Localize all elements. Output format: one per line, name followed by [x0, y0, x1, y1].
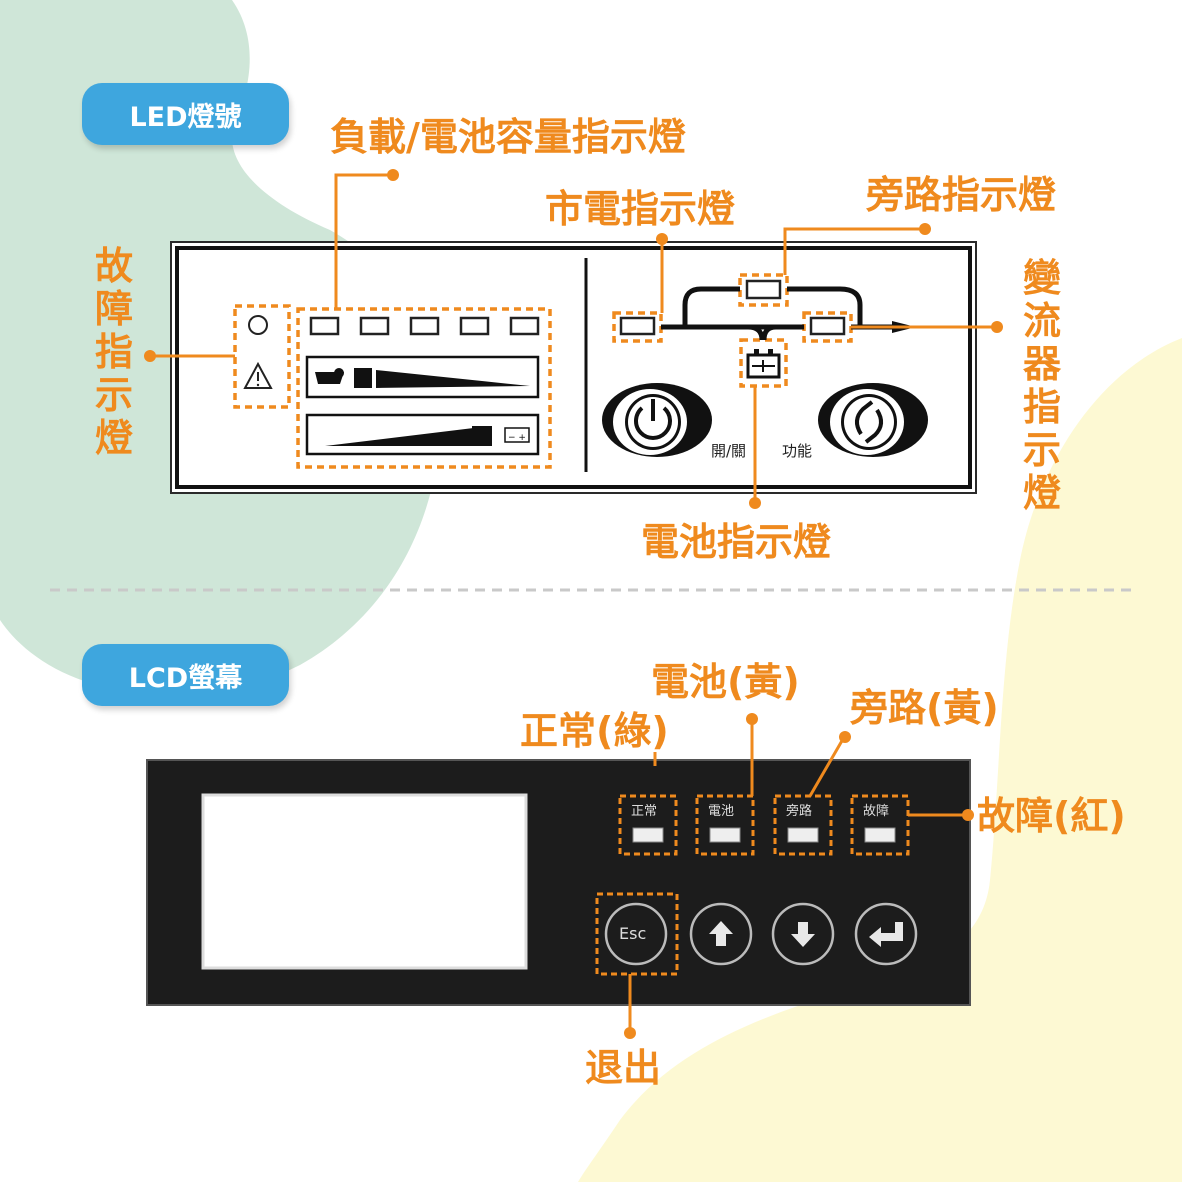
load-bar — [305, 355, 540, 399]
up-arrow-icon — [709, 921, 733, 946]
indicator-label-fault: 故障 — [863, 804, 890, 819]
yellow-blob — [578, 338, 1182, 1182]
bypass-yellow-label: 旁路(黃) — [850, 686, 999, 730]
function-caption: 功能 — [782, 442, 813, 460]
capacity-leds — [309, 316, 540, 336]
power-caption: 開/關 — [711, 442, 747, 460]
fault-indicator-box — [850, 794, 910, 856]
battery-highlight — [739, 338, 788, 388]
fault-red-label: 故障(紅) — [977, 794, 1126, 838]
fault-label: 故障指示燈 — [94, 244, 133, 460]
load-battery-capacity-label: 負載/電池容量指示燈 — [330, 115, 686, 159]
bypass-label: 旁路指示燈 — [866, 173, 1057, 217]
function-button-icon — [818, 383, 928, 457]
lcd-panel — [146, 713, 974, 1039]
enter-icon — [869, 922, 903, 947]
svg-text:− +: − + — [508, 433, 526, 443]
capacity-highlight — [296, 307, 552, 469]
esc-highlight — [595, 892, 679, 976]
battery-bar: − + — [305, 413, 540, 456]
inverter-label: 變流器指示燈 — [1022, 256, 1061, 515]
indicator-label-battery: 電池 — [708, 804, 735, 819]
fault-circle-icon — [248, 315, 268, 335]
bypass-indicator-box — [773, 794, 833, 856]
battery-indicator-box — [695, 794, 755, 856]
battery-indicator-icon — [746, 349, 781, 379]
esc-button — [604, 902, 668, 966]
normal-indicator-box — [618, 794, 678, 856]
battery-yellow-label: 電池(黃) — [651, 660, 800, 704]
esc-button-label: Esc — [619, 924, 647, 943]
lcd-section-badge: LCD螢幕 — [82, 644, 289, 706]
led-panel: − + — [144, 169, 1003, 509]
indicator-label-normal: 正常 — [631, 804, 658, 819]
lcd-screen — [201, 793, 528, 970]
warning-triangle-icon — [243, 361, 273, 389]
led-section-badge: LED燈號 — [82, 83, 289, 145]
indicator-label-bypass: 旁路 — [786, 804, 813, 819]
button-row — [604, 902, 918, 966]
normal-green-label: 正常(綠) — [520, 709, 669, 753]
down-arrow-icon — [791, 922, 815, 947]
battery-small-icon — [504, 427, 530, 443]
exit-label: 退出 — [585, 1046, 662, 1090]
utility-label: 市電指示燈 — [545, 187, 736, 231]
power-button-icon — [602, 383, 712, 457]
fault-highlight — [233, 304, 291, 409]
battery-label: 電池指示燈 — [641, 520, 832, 564]
